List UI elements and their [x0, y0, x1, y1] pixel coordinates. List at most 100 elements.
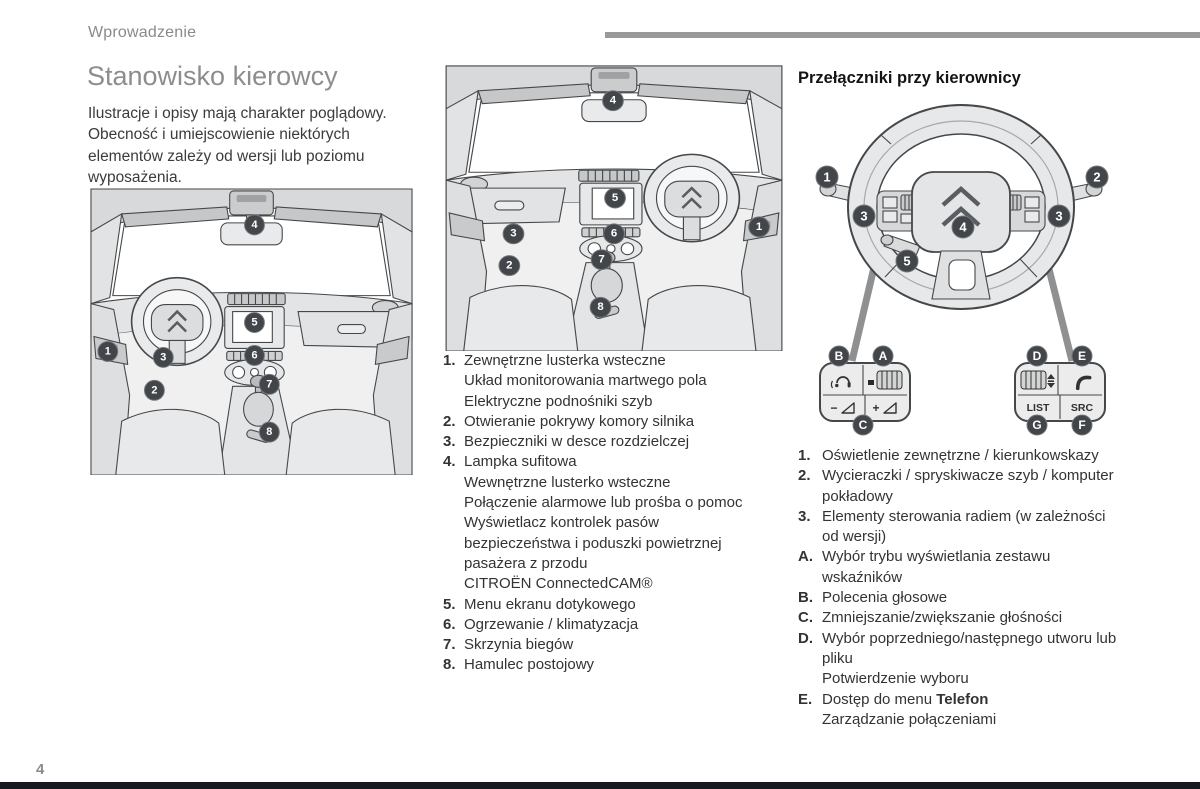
page-title: Stanowisko kierowcy: [87, 61, 338, 91]
volume-up-icon: +: [872, 401, 897, 415]
list-item: 3. Bezpieczniki w desce rozdzielczej: [443, 432, 793, 452]
svg-text:3: 3: [160, 351, 166, 363]
item-letter: C.: [798, 609, 813, 627]
callout-6: 6: [603, 223, 625, 245]
svg-text:4: 4: [610, 95, 617, 107]
svg-text:5: 5: [903, 254, 910, 269]
list-item: 1. Oświetlenie zewnętrzne / kierunkowska…: [798, 446, 1198, 466]
item-line: pasażera z przodu: [464, 554, 588, 572]
item-number: 6.: [443, 615, 456, 633]
callout-3-left: 3: [852, 204, 876, 228]
svg-text:2: 2: [151, 384, 157, 396]
svg-text:2: 2: [1093, 170, 1100, 185]
voice-command-icon: [830, 376, 851, 389]
item-line: Otwieranie pokrywy komory silnika: [464, 412, 695, 430]
steering-switches-title: Przełączniki przy kierownicy: [798, 69, 1021, 87]
item-line: pliku: [822, 649, 853, 667]
item-line: Ogrzewanie / klimatyzacja: [464, 615, 639, 633]
callout-8: 8: [589, 296, 612, 318]
callout-4: 4: [951, 215, 975, 239]
list-item: 2. Otwieranie pokrywy komory silnika: [443, 412, 793, 432]
item-line: bezpieczeństwa i poduszki powietrznej: [464, 534, 722, 552]
item-line: Skrzynia biegów: [464, 636, 574, 654]
callout-7: 7: [258, 373, 280, 395]
item-number: 2.: [798, 467, 811, 485]
item-line: wskaźników: [822, 568, 903, 586]
item-number: 5.: [443, 595, 456, 613]
wheel-center-pad: [911, 171, 1011, 253]
item-number: 3.: [798, 507, 811, 525]
callout-1: 1: [748, 216, 770, 238]
item-line: Lampka sufitowa: [464, 453, 577, 471]
callout-1: 1: [815, 165, 839, 189]
list-item: 5. Menu ekranu dotykowego: [443, 595, 793, 615]
thumbwheel-icon: [868, 370, 903, 390]
list-item: 7. Skrzynia biegów: [443, 635, 793, 655]
list-item: 6. Ogrzewanie / klimatyzacja: [443, 615, 793, 635]
callout-B: B: [828, 345, 850, 367]
svg-text:3: 3: [860, 209, 867, 224]
svg-text:G: G: [1032, 418, 1041, 432]
svg-text:+: +: [872, 401, 879, 415]
list-item: 8. Hamulec postojowy: [443, 655, 793, 675]
list-item: 1. Zewnętrzne lusterka wsteczne Układ mo…: [443, 351, 793, 412]
item-line: Hamulec postojowy: [464, 656, 595, 674]
wheel-lower-spoke: [931, 250, 991, 300]
item-letter: A.: [798, 548, 813, 566]
item-line: Zewnętrzne lusterka wsteczne: [464, 352, 666, 369]
list-item: A. Wybór trybu wyświetlania zestawu wska…: [798, 547, 1198, 588]
list-item: C. Zmniejszanie/zwiększanie głośności: [798, 608, 1198, 628]
svg-text:7: 7: [598, 254, 604, 266]
item-line: Wybór trybu wyświetlania zestawu: [822, 548, 1051, 566]
item-line: Wewnętrzne lusterko wsteczne: [464, 473, 671, 491]
item-letter: D.: [798, 629, 813, 647]
callout-3: 3: [502, 223, 525, 245]
callout-7: 7: [590, 249, 613, 271]
scroll-thumbwheel-icon: [1020, 370, 1055, 390]
svg-text:5: 5: [612, 192, 618, 204]
svg-text:5: 5: [251, 317, 257, 329]
callout-F: F: [1071, 414, 1093, 436]
list-button: LIST: [1027, 402, 1050, 414]
item-line: Dostęp do menu Telefon: [822, 690, 989, 708]
item-line: Polecenia głosowe: [822, 589, 948, 607]
item-line: Zarządzanie połączeniami: [822, 710, 997, 728]
section-header: Wprowadzenie: [88, 24, 197, 41]
callout-5: 5: [895, 249, 919, 273]
item-line: CITROËN ConnectedCAM®: [464, 575, 653, 593]
item-line: Elementy sterowania radiem (w zależności: [822, 507, 1106, 525]
svg-text:3: 3: [510, 228, 516, 240]
right-pad-detail: LIST SRC: [1014, 362, 1106, 422]
item-number: 7.: [443, 636, 456, 654]
cabin-illustration-rhd: 1 2 3 4 5 6 7 8: [444, 64, 784, 351]
top-rule: [605, 32, 1200, 38]
svg-text:F: F: [1078, 418, 1085, 432]
item-line: Bezpieczniki w desce rozdzielczej: [464, 433, 690, 451]
svg-text:6: 6: [611, 228, 617, 240]
bottom-bar: [0, 782, 1200, 789]
item-number: 8.: [443, 656, 456, 674]
callout-4: 4: [602, 90, 624, 112]
callout-A: A: [872, 345, 894, 367]
callout-2: 2: [143, 379, 165, 401]
svg-text:8: 8: [266, 426, 272, 438]
callout-1: 1: [97, 340, 119, 362]
item-number: 4.: [443, 453, 456, 471]
callout-3-right: 3: [1047, 204, 1071, 228]
list-item: 2. Wycieraczki / spryskiwacze szyb / kom…: [798, 466, 1198, 507]
item-line: Elektryczne podnośniki szyb: [464, 392, 653, 410]
list-item: D. Wybór poprzedniego/następnego utworu …: [798, 629, 1198, 690]
svg-text:E: E: [1078, 349, 1086, 363]
svg-text:1: 1: [756, 221, 762, 233]
svg-text:4: 4: [251, 219, 258, 231]
item-line: Zmniejszanie/zwiększanie głośności: [822, 609, 1063, 627]
callout-2: 2: [1085, 165, 1109, 189]
callout-D: D: [1026, 345, 1048, 367]
item-line: pokładowy: [822, 487, 893, 505]
svg-text:4: 4: [959, 220, 967, 235]
volume-down-icon: −: [830, 401, 855, 415]
page-number: 4: [36, 761, 45, 778]
dashboard-items-list: 1. Zewnętrzne lusterka wsteczne Układ mo…: [443, 351, 793, 676]
src-button: SRC: [1071, 402, 1094, 414]
list-item: B. Polecenia głosowe: [798, 588, 1198, 608]
